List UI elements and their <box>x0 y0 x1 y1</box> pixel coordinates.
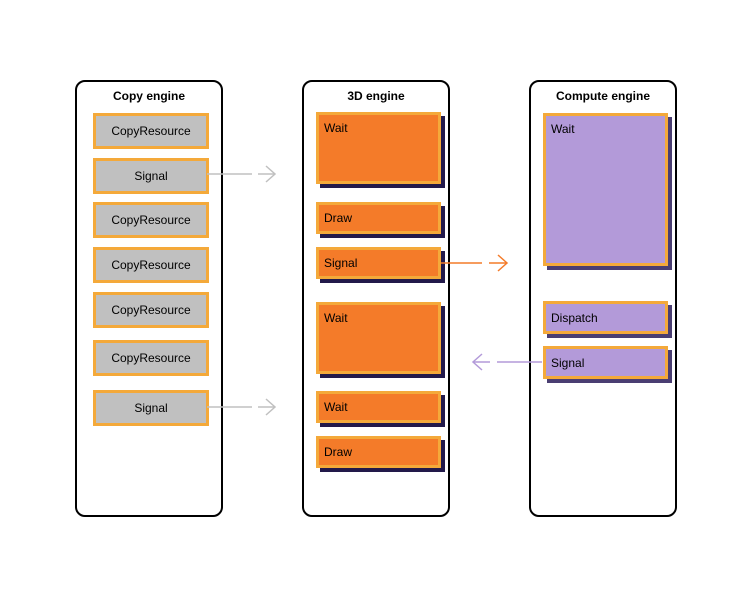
compute-engine-panel: Compute engine Wait Dispatch Signal <box>529 80 677 517</box>
graphics-draw-label: Draw <box>324 211 353 225</box>
copy-signal-label: Signal <box>134 169 168 183</box>
graphics-draw-box: Draw <box>316 202 441 234</box>
compute-signal-label: Signal <box>551 355 585 370</box>
graphics-signal-box: Signal <box>316 247 441 279</box>
compute-signal-arrow <box>471 353 542 371</box>
compute-wait-label: Wait <box>551 122 575 136</box>
copy-signal-box: Signal <box>93 390 209 426</box>
copy-resource-label: CopyResource <box>111 124 191 138</box>
copy-resource-box: CopyResource <box>93 202 209 238</box>
copy-resource-box: CopyResource <box>93 340 209 376</box>
graphics-draw-label: Draw <box>324 445 353 459</box>
copy-signal-arrow <box>207 165 277 183</box>
graphics-wait-label: Wait <box>324 311 348 325</box>
graphics-engine-title: 3D engine <box>347 89 405 103</box>
graphics-signal-label: Signal <box>324 256 358 270</box>
copy-resource-box: CopyResource <box>93 292 209 328</box>
copy-signal-label: Signal <box>134 401 168 415</box>
copy-engine-title: Copy engine <box>112 89 185 103</box>
graphics-wait-box: Wait <box>316 391 441 423</box>
compute-signal-box: Signal <box>543 346 668 379</box>
copy-resource-label: CopyResource <box>111 351 191 365</box>
copy-engine-panel: Copy engine CopyResource Signal CopyReso… <box>75 80 223 517</box>
copy-signal-box: Signal <box>93 158 209 194</box>
copy-resource-label: CopyResource <box>111 213 191 227</box>
graphics-wait-box: Wait <box>316 112 441 184</box>
compute-dispatch-label: Dispatch <box>551 310 598 325</box>
copy-resource-box: CopyResource <box>93 247 209 283</box>
graphics-draw-box: Draw <box>316 436 441 468</box>
compute-wait-box: Wait <box>543 113 668 266</box>
graphics-wait-label: Wait <box>324 121 348 135</box>
graphics-wait-box: Wait <box>316 302 441 374</box>
copy-resource-label: CopyResource <box>111 258 191 272</box>
graphics-wait-label: Wait <box>324 400 348 414</box>
compute-engine-title: Compute engine <box>555 89 650 103</box>
copy-resource-box: CopyResource <box>93 113 209 149</box>
graphics-signal-arrow <box>441 254 509 272</box>
compute-dispatch-box: Dispatch <box>543 301 668 334</box>
copy-signal-arrow <box>207 398 277 416</box>
graphics-engine-panel: 3D engine Wait Draw Signal Wait Wait Dra… <box>302 80 450 517</box>
copy-resource-label: CopyResource <box>111 303 191 317</box>
